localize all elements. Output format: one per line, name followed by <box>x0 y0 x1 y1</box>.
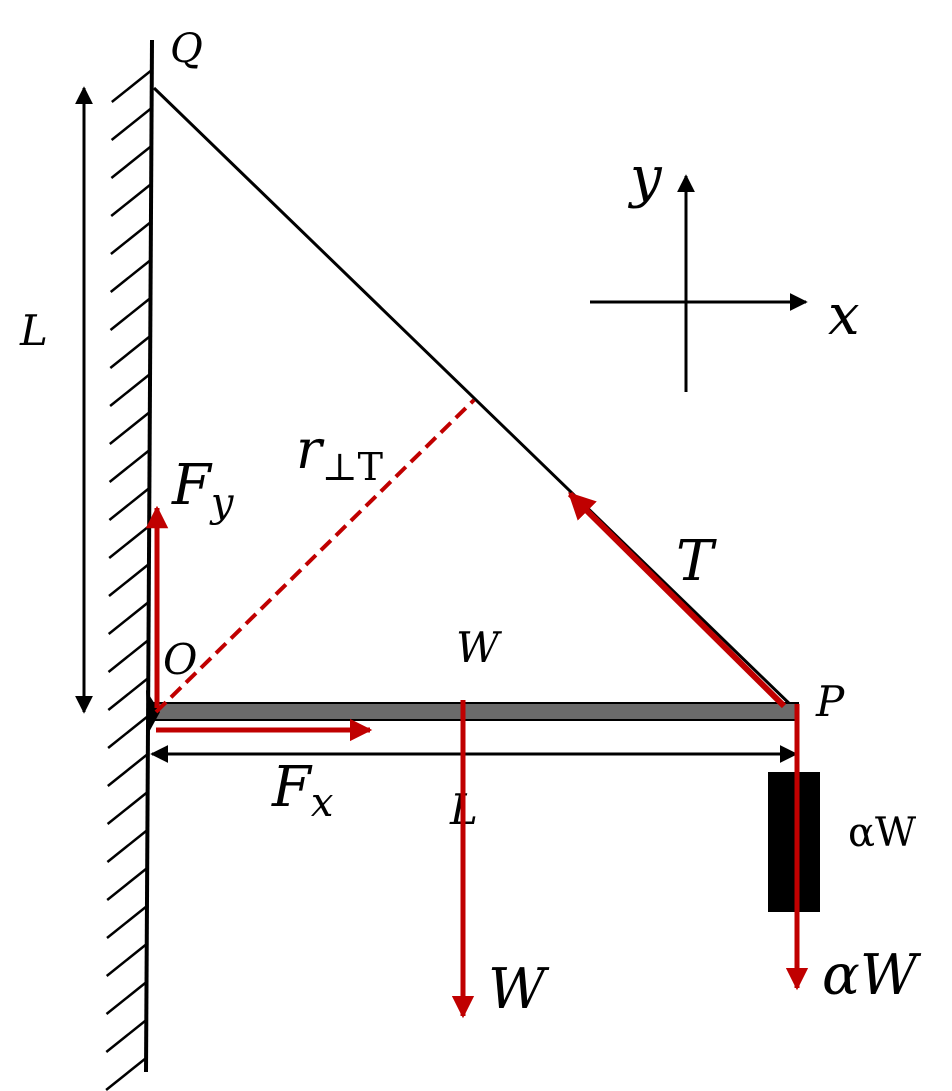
hatch-mark <box>107 715 149 749</box>
hatch-mark <box>108 525 150 559</box>
weight-w-label: W <box>488 957 550 1022</box>
hatch-mark <box>111 69 153 103</box>
y-axis-label: y <box>627 145 663 210</box>
hatch-mark <box>107 753 149 787</box>
point-q-label: Q <box>170 26 203 72</box>
hatch-mark <box>108 563 150 597</box>
hatch-mark <box>110 107 153 141</box>
hatch-mark <box>106 829 149 863</box>
beam <box>151 702 799 721</box>
hatch-mark <box>105 943 148 977</box>
wall-line <box>144 39 154 1073</box>
force-fx-label: Fx <box>271 755 333 826</box>
beam-weight-label: W <box>456 623 503 672</box>
hatch-mark <box>110 183 152 217</box>
tension-t-arrow <box>567 491 787 709</box>
hatch-mark <box>107 639 150 673</box>
tension-t-label: T <box>676 529 717 594</box>
coordinate-axes: x y <box>590 145 860 392</box>
hatch-mark <box>108 449 151 483</box>
hatch-mark <box>106 867 148 901</box>
hatch-mark <box>105 981 148 1015</box>
wall <box>105 39 154 1091</box>
wall-hatching <box>105 69 153 1091</box>
hinge-o <box>146 690 160 734</box>
hatch-mark <box>105 1019 148 1053</box>
weight-alphaw-label: αW <box>822 943 922 1008</box>
hatch-mark <box>107 601 150 635</box>
hatch-mark <box>108 487 151 521</box>
block-weight-label: αW <box>848 810 916 856</box>
hatch-mark <box>109 335 152 369</box>
force-fy-label: Fy <box>171 453 235 526</box>
r-perp-label: r⊥T <box>296 418 383 489</box>
x-axis-label: x <box>828 283 860 348</box>
perpendicular-distance-line <box>154 398 476 714</box>
vertical-length-label: L <box>19 306 48 355</box>
hatch-mark <box>110 145 153 179</box>
hatch-mark <box>106 791 149 825</box>
hatch-mark <box>109 373 151 407</box>
point-p-label: P <box>815 677 845 726</box>
cable-qp <box>152 86 798 712</box>
hatch-mark <box>110 221 152 255</box>
hatch-mark <box>109 411 151 445</box>
hatch-mark <box>107 677 150 711</box>
hatch-mark <box>106 905 148 939</box>
hatch-mark <box>109 297 152 331</box>
hatch-mark <box>109 259 152 293</box>
hatch-mark <box>105 1057 147 1091</box>
hanging-block <box>768 772 820 912</box>
